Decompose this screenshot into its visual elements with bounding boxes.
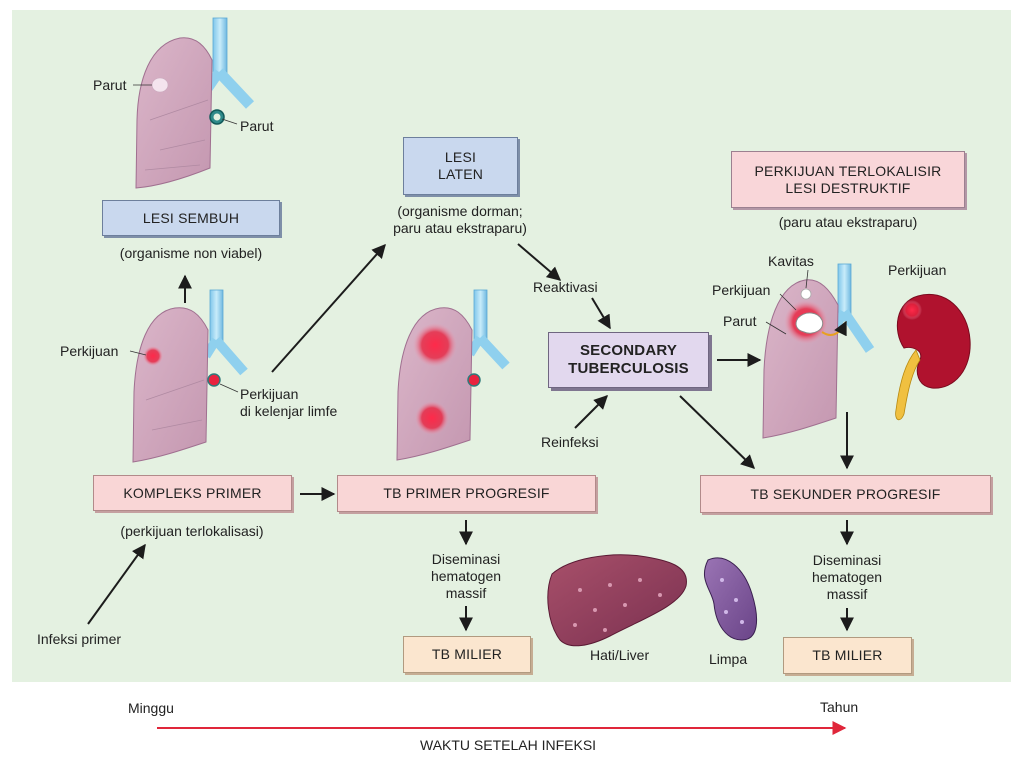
reinfeksi-label: Reinfeksi [541,434,599,450]
infeksi-primer-label: Infeksi primer [37,631,122,647]
spleen-illustration [703,557,758,641]
tb-sekunder-progresif-box: TB SEKUNDER PROGRESIF [700,475,991,513]
parut-label-top-left: Parut [93,77,127,93]
perkijuan-terlokalisasi-label: (perkijuan terlokalisasi) [120,523,264,539]
lung-healed-illustration [133,17,255,189]
tb-primer-progresif-box: TB PRIMER PROGRESIF [337,475,596,512]
liver-illustration [547,554,687,647]
timeline-end-label: Tahun [820,699,859,715]
lesi-sembuh-box: LESI SEMBUH [102,200,280,236]
timeline-start-label: Minggu [128,700,174,716]
timeline-title: WAKTU SETELAH INFEKSI [420,737,597,753]
hati-liver-label: Hati/Liver [590,647,650,663]
limpa-label: Limpa [709,651,748,667]
lung-secondary-cavitary-illustration [762,263,875,439]
paru-ekstraparu-label: (paru atau ekstraparu) [778,214,918,230]
tb-milier-right-box: TB MILIER [783,637,912,674]
tb-milier-left-box: TB MILIER [403,636,531,673]
perkijuan-kidney-label: Perkijuan [888,262,947,278]
kavitas-label: Kavitas [768,253,814,269]
perkijuan-terlokalisir-box: PERKIJUAN TERLOKALISIR LESI DESTRUKTIF [731,151,965,208]
flow-arrows [87,243,854,632]
lesi-laten-box: LESI LATEN [403,137,518,195]
kidney-illustration [895,293,971,421]
perkijuan-label-right: Perkijuan [712,282,771,298]
diseminasi-right-label: Diseminasi hematogen massif [811,552,883,602]
lung-primary-complex-illustration [129,289,248,463]
diseminasi-left-label: Diseminasi hematogen massif [430,551,502,601]
parut-label-right: Parut [723,313,757,329]
reaktivasi-label: Reaktivasi [533,279,598,295]
kompleks-primer-box: KOMPLEKS PRIMER [93,475,292,511]
organisme-non-viabel-label: (organisme non viabel) [119,245,263,261]
parut-label-top-right: Parut [240,118,274,134]
secondary-tuberculosis-box: SECONDARY TUBERCULOSIS [548,332,709,388]
perkijuan-kelenjar-label: Perkijuan di kelenjar limfe [240,386,338,419]
perkijuan-label-left: Perkijuan [60,343,119,359]
lung-progressive-primary-illustration [396,289,510,461]
organisme-dorman-label: (organisme dorman; paru atau ekstraparu) [393,203,527,236]
